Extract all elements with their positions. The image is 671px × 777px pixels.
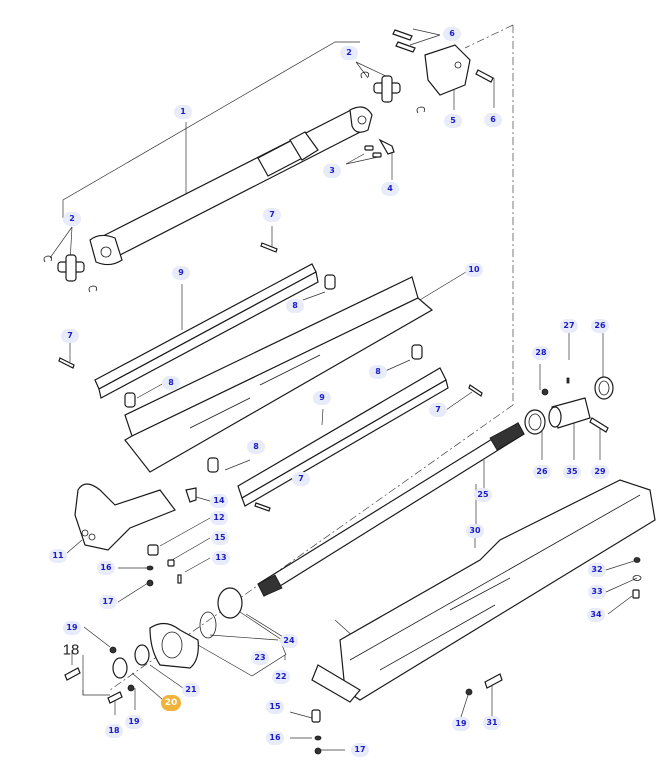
callout-12[interactable]: 12 [210, 511, 228, 525]
yoke-flange-part [364, 29, 494, 158]
splined-shaft-part [257, 422, 525, 597]
callout-28[interactable]: 28 [532, 346, 550, 360]
callout-2[interactable]: 2 [63, 212, 81, 226]
callout-4[interactable]: 4 [381, 182, 399, 196]
callout-25[interactable]: 25 [474, 488, 492, 502]
callout-1[interactable]: 1 [174, 105, 192, 119]
callout-6[interactable]: 6 [484, 113, 502, 127]
callout-8[interactable]: 8 [162, 376, 180, 390]
callout-9[interactable]: 9 [313, 391, 331, 405]
callout-7[interactable]: 7 [292, 472, 310, 486]
callout-22[interactable]: 22 [272, 670, 290, 684]
support-bracket-part [74, 483, 197, 587]
universal-joint-part [43, 71, 425, 293]
callout-31[interactable]: 31 [483, 716, 501, 730]
callout-33[interactable]: 33 [588, 585, 606, 599]
callout-23[interactable]: 23 [251, 651, 269, 665]
bearing-housing-part [64, 587, 243, 704]
callout-19[interactable]: 19 [63, 621, 81, 635]
callout-16[interactable]: 16 [97, 561, 115, 575]
callout-20-highlighted[interactable]: 20 [161, 695, 181, 711]
callout-24[interactable]: 24 [280, 634, 298, 648]
callout-2[interactable]: 2 [340, 46, 358, 60]
callout-19[interactable]: 19 [452, 717, 470, 731]
callout-8[interactable]: 8 [247, 440, 265, 454]
callout-30[interactable]: 30 [466, 524, 484, 538]
callout-11[interactable]: 11 [49, 549, 67, 563]
callout-15[interactable]: 15 [211, 531, 229, 545]
callout-10[interactable]: 10 [465, 263, 483, 277]
callout-32[interactable]: 32 [588, 563, 606, 577]
callout-7[interactable]: 7 [429, 403, 447, 417]
callout-17[interactable]: 17 [99, 595, 117, 609]
mounting-channels-part [58, 242, 483, 512]
callout-18[interactable]: 18 [105, 724, 123, 738]
callout-8[interactable]: 8 [286, 299, 304, 313]
callout-16[interactable]: 16 [266, 731, 284, 745]
callout-19[interactable]: 19 [125, 715, 143, 729]
callout-26[interactable]: 26 [533, 465, 551, 479]
callout-7[interactable]: 7 [263, 208, 281, 222]
callout-9[interactable]: 9 [172, 266, 190, 280]
callout-14[interactable]: 14 [210, 494, 228, 508]
callout-6[interactable]: 6 [443, 27, 461, 41]
lower-channel-part [311, 479, 656, 755]
callout-21[interactable]: 21 [182, 683, 200, 697]
callout-35[interactable]: 35 [563, 465, 581, 479]
callout-13[interactable]: 13 [212, 551, 230, 565]
callout-17[interactable]: 17 [351, 743, 369, 757]
callout-34[interactable]: 34 [587, 608, 605, 622]
plain-label-18: 18 [62, 641, 80, 659]
callout-27[interactable]: 27 [560, 319, 578, 333]
leader-lines [49, 28, 638, 751]
coupling-part [524, 376, 614, 435]
callout-8[interactable]: 8 [369, 365, 387, 379]
callout-29[interactable]: 29 [591, 465, 609, 479]
callout-26[interactable]: 26 [591, 319, 609, 333]
driveshaft-part [89, 106, 373, 266]
callout-5[interactable]: 5 [444, 114, 462, 128]
callout-3[interactable]: 3 [323, 164, 341, 178]
callout-15[interactable]: 15 [266, 700, 284, 714]
callout-7[interactable]: 7 [61, 329, 79, 343]
